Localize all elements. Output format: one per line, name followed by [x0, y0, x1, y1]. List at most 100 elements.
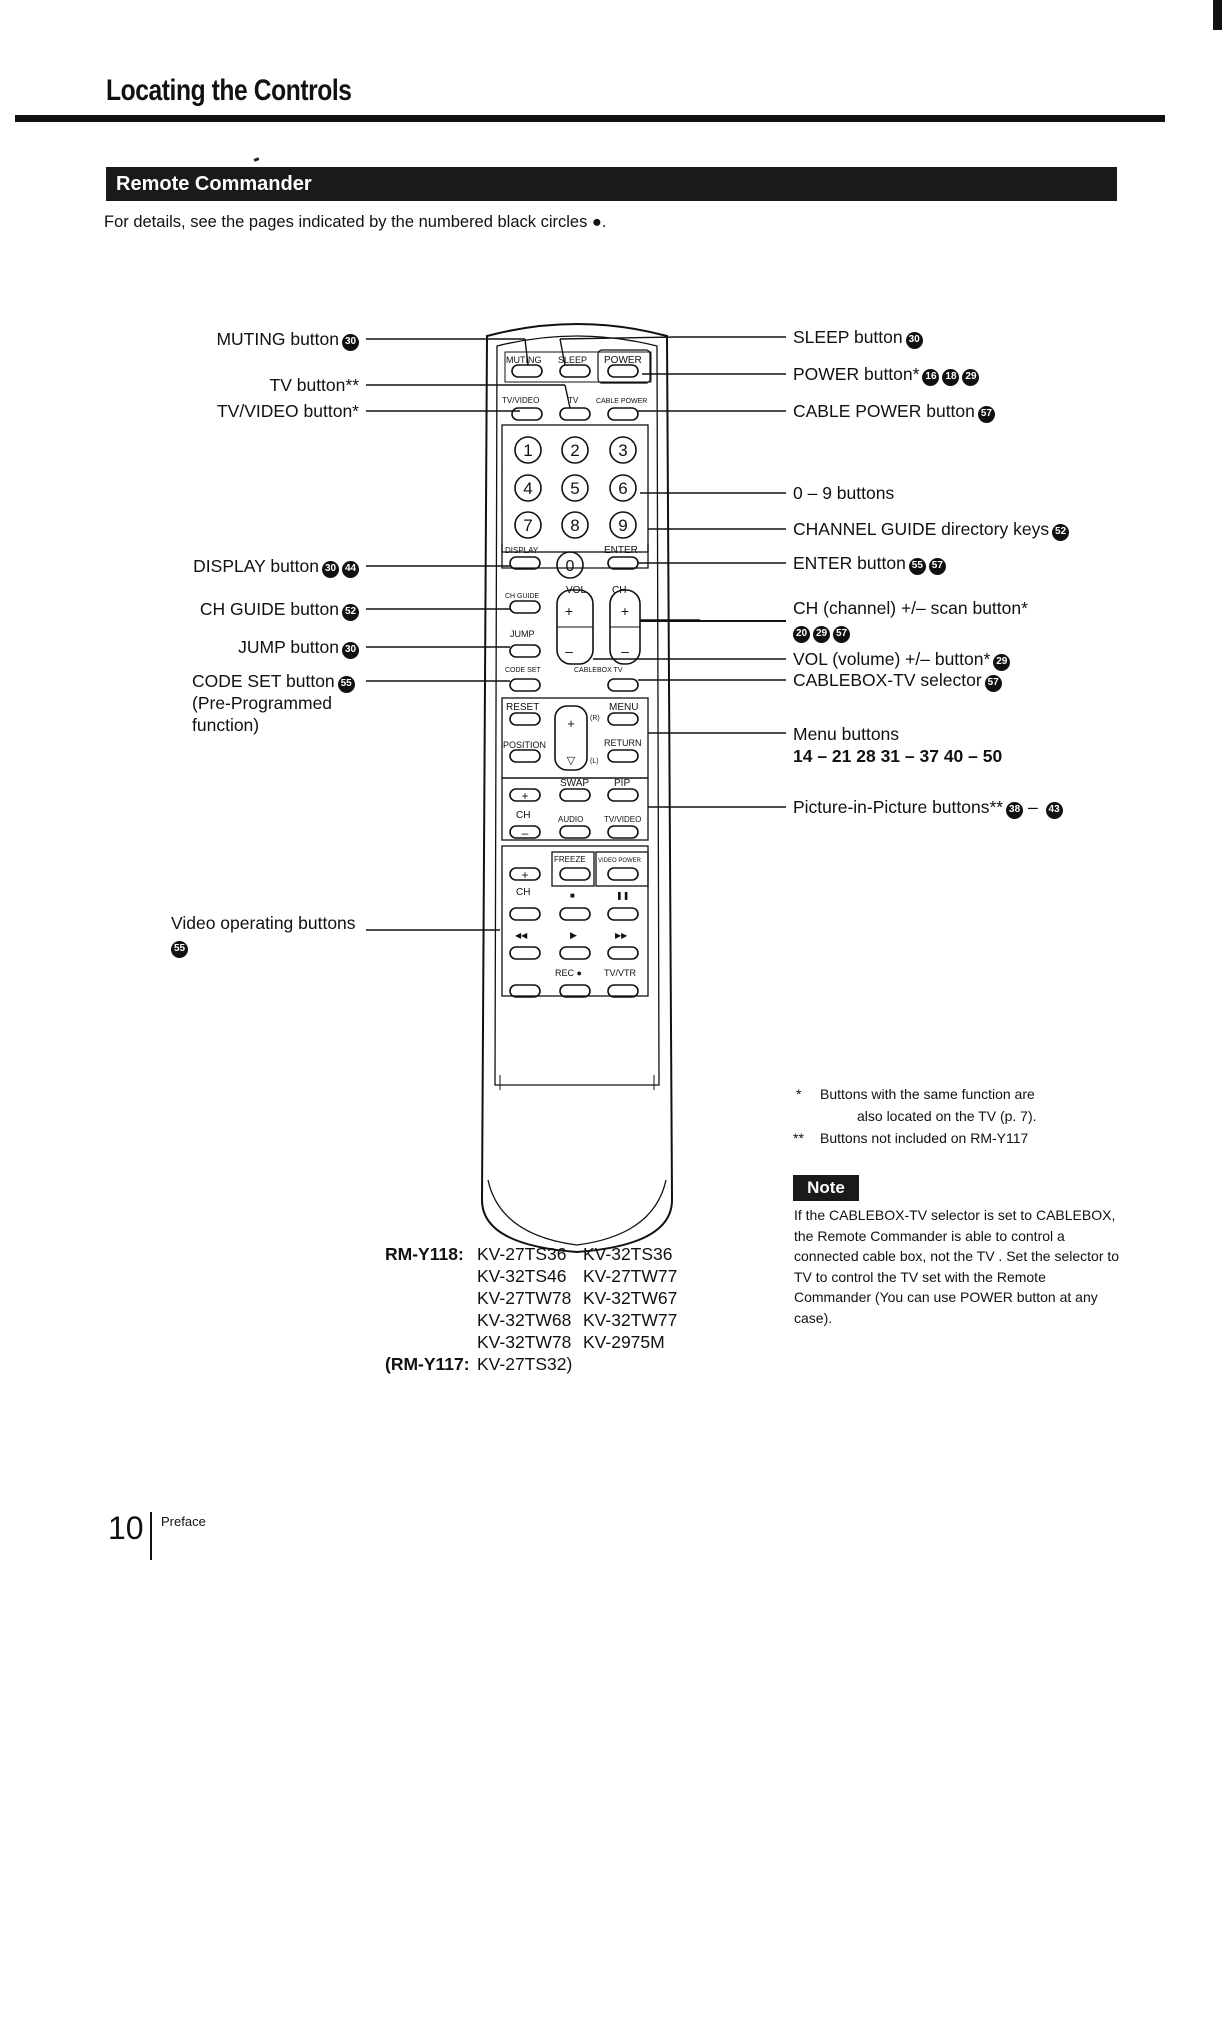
page-ref-badge: 55 [171, 940, 188, 958]
remote-label-l: (L) [590, 758, 599, 765]
page-ref-badge: 57 [833, 625, 850, 643]
remote-label-jump: JUMP [510, 629, 535, 639]
callout-power-text: POWER button* [793, 364, 920, 384]
remote-digit-label: 7 [523, 516, 532, 535]
model-label-y117: (RM-Y117: [385, 1354, 470, 1374]
page-ref-badge: 55 [337, 675, 355, 693]
page-ref-badge: 57 [928, 557, 946, 575]
model-y117: KV-27TS32) [477, 1354, 573, 1374]
callout-vol-text: VOL (volume) +/– button* [793, 649, 991, 669]
callout-tv: TV button** [270, 374, 360, 396]
model-row-1-b: KV-32TS36 [583, 1244, 673, 1264]
callout-display-text: DISPLAY button [193, 556, 319, 576]
remote-label-pip: PIP [614, 778, 630, 789]
remote-label-ch-pip: CH [516, 810, 530, 821]
callout-codeset-line3: function) [192, 715, 260, 735]
callout-digits: 0 – 9 buttons [793, 483, 895, 503]
remote-label-reset: RESET [506, 702, 539, 713]
remote-label-chguide: CH GUIDE [505, 593, 540, 600]
callout-changuide-text: CHANNEL GUIDE directory keys [793, 519, 1050, 539]
svg-text:+: + [567, 716, 575, 731]
callout-video-ref: 55 [168, 935, 188, 958]
model-row-3-a: KV-27TW78 [477, 1288, 572, 1308]
remote-digit-label: 4 [523, 479, 532, 498]
page-ref-badge: 30 [342, 333, 359, 351]
page-ref-badge: 29 [813, 625, 830, 643]
callout-line-ch [640, 620, 786, 622]
remote-digit-label: 1 [523, 441, 532, 460]
page-ref-badge: 18 [942, 368, 960, 386]
callout-enter-text: ENTER button [793, 553, 906, 573]
model-row-5-a: KV-32TW78 [477, 1332, 572, 1352]
remote-label-enter: ENTER [604, 545, 638, 556]
remote-digit-button [561, 474, 589, 502]
footnote-dstar-text: Buttons not included on RM-Y117 [820, 1130, 1029, 1146]
page-ref-badge: 30 [342, 641, 359, 659]
page-number: 10 [108, 1510, 144, 1546]
remote-label-display: DISPLAY [505, 546, 539, 555]
remote-digit-button [609, 511, 637, 539]
section-header-bar: Remote Commander [106, 167, 1117, 201]
footnote-star-text: Buttons with the same function are [820, 1086, 1035, 1102]
page-ref-badge: 57 [977, 405, 995, 423]
remote-label-ch-vtr: CH [516, 887, 530, 898]
remote-digit-button [609, 474, 637, 502]
svg-text:–: – [565, 643, 573, 659]
svg-text:+: + [565, 603, 573, 619]
page-ref-badge: 30 [322, 560, 339, 578]
callout-codeset-line2: (Pre-Programmed [192, 693, 333, 713]
remote-digit-button [609, 436, 637, 464]
callout-sleep-text: SLEEP button [793, 327, 903, 347]
callout-pip-text: Picture-in-Picture buttons** [793, 797, 1004, 817]
remote-body-outline [480, 323, 674, 1254]
note-text: If the CABLEBOX-TV selector is set to CA… [794, 1207, 1120, 1326]
callout-chguide-text: CH GUIDE button [199, 599, 339, 619]
remote-label-swap: SWAP [560, 778, 589, 789]
remote-inner-outline [494, 335, 660, 1086]
remote-label-pause: ❚❚ [616, 891, 629, 900]
model-label-y118: RM-Y118: [385, 1244, 464, 1264]
page-ref-badge: 43 [1045, 801, 1063, 819]
remote-digit-label: 3 [618, 441, 627, 460]
model-row-2-a: KV-32TS46 [477, 1266, 567, 1286]
remote-digit-label: 9 [618, 516, 627, 535]
note-badge: Note [793, 1175, 859, 1201]
footnote-star-text2: also located on the TV (p. 7). [857, 1108, 1037, 1124]
corner-mark [1213, 0, 1222, 30]
page-title: Locating the Controls [106, 74, 352, 107]
callout-ch: CH (channel) +/– scan button* [793, 598, 1028, 618]
remote-label-zero: 0 [566, 558, 575, 575]
remote-digit-button [561, 511, 589, 539]
remote-digit-label: 6 [618, 479, 627, 498]
remote-digit-button [561, 436, 589, 464]
callout-tv-text: TV button** [269, 375, 360, 395]
remote-label-rec: REC ● [555, 968, 582, 978]
callout-vol: VOL (volume) +/– button*29 [793, 648, 1011, 671]
remote-label-tvvideo: TV/VIDEO [502, 396, 539, 405]
page-number-rule [150, 1512, 152, 1560]
model-row-2-b: KV-27TW77 [583, 1266, 678, 1286]
remote-label-r: (R) [590, 715, 600, 722]
remote-label-freeze: FREEZE [554, 855, 586, 864]
callout-menu: Menu buttons [793, 724, 900, 744]
page-ref-badge: 38 [1006, 801, 1024, 819]
callout-codeset-text: CODE SET button [192, 671, 335, 691]
remote-label-videopower: VIDEO POWER [598, 858, 642, 864]
page-ref-badge: 57 [984, 674, 1002, 692]
remote-label-play: ▶ [570, 930, 577, 940]
callout-menu-refs: 14 – 21 28 31 – 37 40 – 50 [793, 746, 1003, 766]
remote-label-cableboxtv: CABLEBOX TV [574, 667, 623, 674]
remote-bottom-curve [487, 1179, 667, 1246]
remote-label-menu: MENU [609, 702, 638, 713]
remote-digit-button [514, 511, 542, 539]
page-ref-badge: 16 [922, 368, 940, 386]
remote-label-ff: ▶▶ [615, 931, 628, 940]
